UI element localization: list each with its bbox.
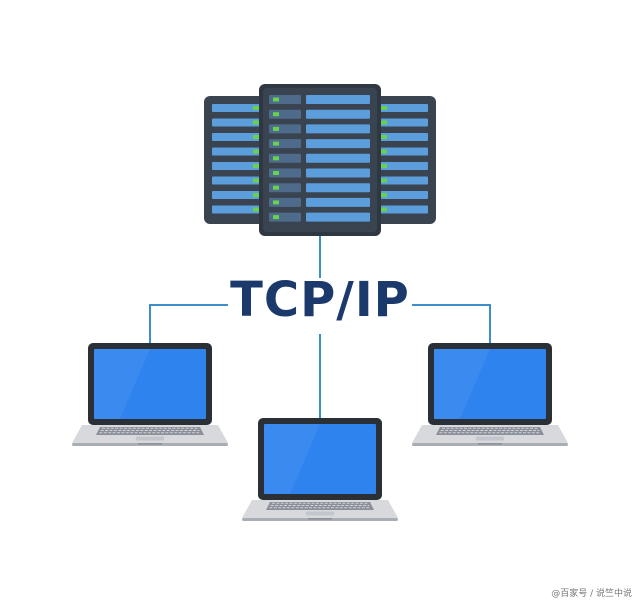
lid-notch bbox=[138, 443, 162, 445]
drive-bay bbox=[378, 133, 428, 141]
status-led bbox=[381, 164, 387, 168]
drive-bay-small bbox=[269, 197, 301, 207]
status-led bbox=[253, 120, 259, 125]
status-led bbox=[253, 207, 259, 212]
protocol-label: TCP/IP bbox=[230, 272, 410, 328]
drive-bay bbox=[378, 162, 428, 170]
connector-left bbox=[149, 304, 228, 345]
drive-bay-small bbox=[269, 95, 301, 104]
laptop-icon bbox=[412, 343, 568, 446]
drive-bay bbox=[212, 147, 262, 156]
status-led bbox=[273, 126, 279, 131]
drive-bay bbox=[212, 162, 262, 170]
status-led bbox=[273, 141, 279, 146]
drive-bay bbox=[212, 118, 262, 127]
drive-bay bbox=[378, 176, 428, 185]
drive-bay bbox=[212, 133, 262, 141]
drive-bay-small bbox=[269, 109, 301, 119]
drive-bay bbox=[306, 109, 370, 119]
drive-bay bbox=[212, 104, 262, 112]
drive-bay bbox=[378, 104, 428, 112]
drive-bay bbox=[306, 197, 370, 207]
status-led bbox=[253, 149, 259, 154]
status-led bbox=[381, 193, 387, 197]
drive-bay bbox=[212, 191, 262, 199]
watermark-text: @百家号 / 说竺中说 bbox=[551, 589, 632, 599]
status-led bbox=[253, 106, 259, 110]
drive-bay-small bbox=[269, 153, 301, 163]
status-led bbox=[273, 171, 279, 175]
connector-lines bbox=[149, 236, 491, 420]
drive-bay bbox=[306, 153, 370, 163]
touchpad bbox=[136, 436, 164, 441]
status-led bbox=[381, 135, 387, 139]
status-led bbox=[381, 178, 387, 183]
server-rack-icon bbox=[204, 84, 436, 236]
status-led bbox=[381, 106, 387, 110]
touchpad bbox=[476, 436, 504, 441]
drive-bay-small bbox=[269, 124, 301, 134]
status-led bbox=[273, 156, 279, 161]
drive-bay bbox=[378, 118, 428, 127]
lid-notch bbox=[478, 443, 502, 445]
status-led bbox=[253, 178, 259, 183]
drive-bay bbox=[306, 212, 370, 222]
laptop-screen bbox=[264, 424, 376, 494]
lid-notch bbox=[308, 518, 332, 520]
laptop-left bbox=[72, 343, 228, 446]
status-led bbox=[381, 207, 387, 212]
screen-shine bbox=[264, 424, 320, 494]
status-led bbox=[273, 97, 279, 102]
laptop-icon bbox=[242, 418, 398, 521]
drive-bay bbox=[306, 168, 370, 178]
status-led bbox=[273, 200, 279, 205]
laptop-screen bbox=[94, 349, 206, 419]
drive-bay-small bbox=[269, 212, 301, 222]
status-led bbox=[381, 149, 387, 154]
drive-bay bbox=[378, 191, 428, 199]
laptop-right bbox=[412, 343, 568, 446]
screen-shine bbox=[434, 349, 490, 419]
laptop-icon bbox=[72, 343, 228, 446]
drive-bay-small bbox=[269, 139, 301, 149]
drive-bay bbox=[306, 183, 370, 193]
status-led bbox=[253, 135, 259, 139]
drive-bay bbox=[378, 147, 428, 156]
drive-bay bbox=[306, 95, 370, 104]
status-led bbox=[381, 120, 387, 125]
status-led bbox=[273, 112, 279, 117]
laptop-center bbox=[242, 418, 398, 521]
drive-bay bbox=[306, 124, 370, 134]
drive-bay bbox=[212, 176, 262, 185]
drive-bay bbox=[378, 205, 428, 214]
screen-shine bbox=[94, 349, 150, 419]
status-led bbox=[253, 164, 259, 168]
drive-bay-small bbox=[269, 183, 301, 193]
drive-bay bbox=[306, 139, 370, 149]
touchpad bbox=[306, 511, 334, 516]
status-led bbox=[253, 193, 259, 197]
drive-bay-small bbox=[269, 168, 301, 178]
laptop-screen bbox=[434, 349, 546, 419]
status-led bbox=[273, 185, 279, 190]
connector-right bbox=[412, 304, 491, 345]
drive-bay bbox=[212, 205, 262, 214]
status-led bbox=[273, 215, 279, 220]
